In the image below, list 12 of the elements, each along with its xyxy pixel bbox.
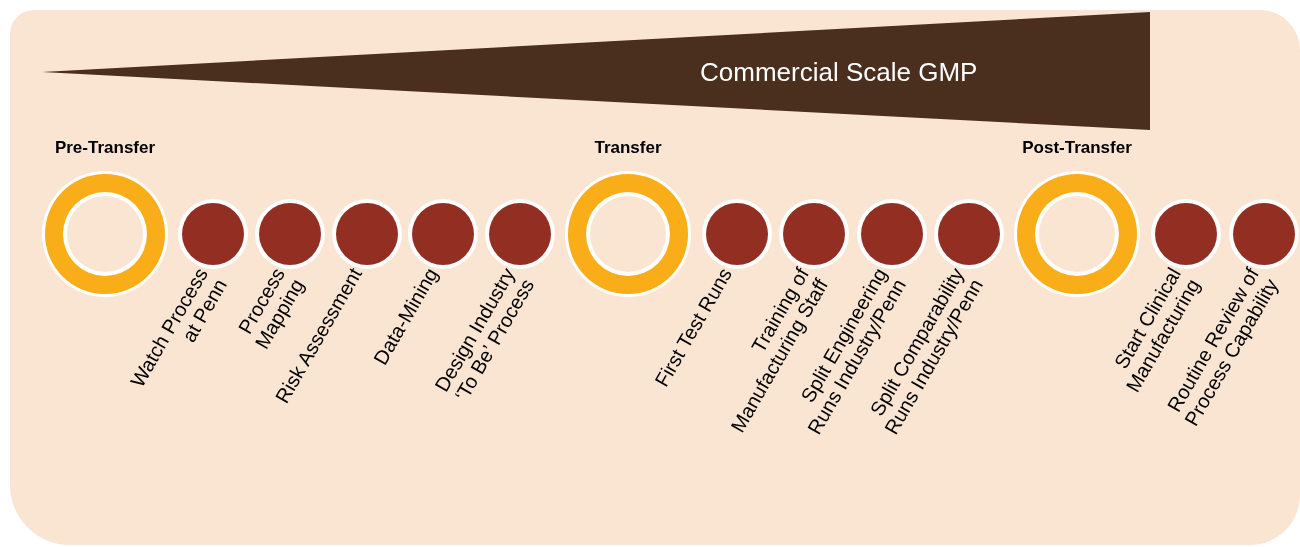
- phase-heading: Pre-Transfer: [54, 138, 156, 158]
- milestone-dot: [701, 198, 773, 270]
- milestone-dot: [254, 198, 326, 270]
- milestone-dot: [484, 198, 556, 270]
- banner-title: Commercial Scale GMP: [700, 56, 978, 88]
- phase-heading: Transfer: [594, 138, 662, 158]
- milestone-dot: [331, 198, 403, 270]
- milestone-dot: [933, 198, 1005, 270]
- milestone-dot: [407, 198, 479, 270]
- phase-heading: Post-Transfer: [1022, 138, 1132, 158]
- milestone-dot: [177, 198, 249, 270]
- milestone-dot: [856, 198, 928, 270]
